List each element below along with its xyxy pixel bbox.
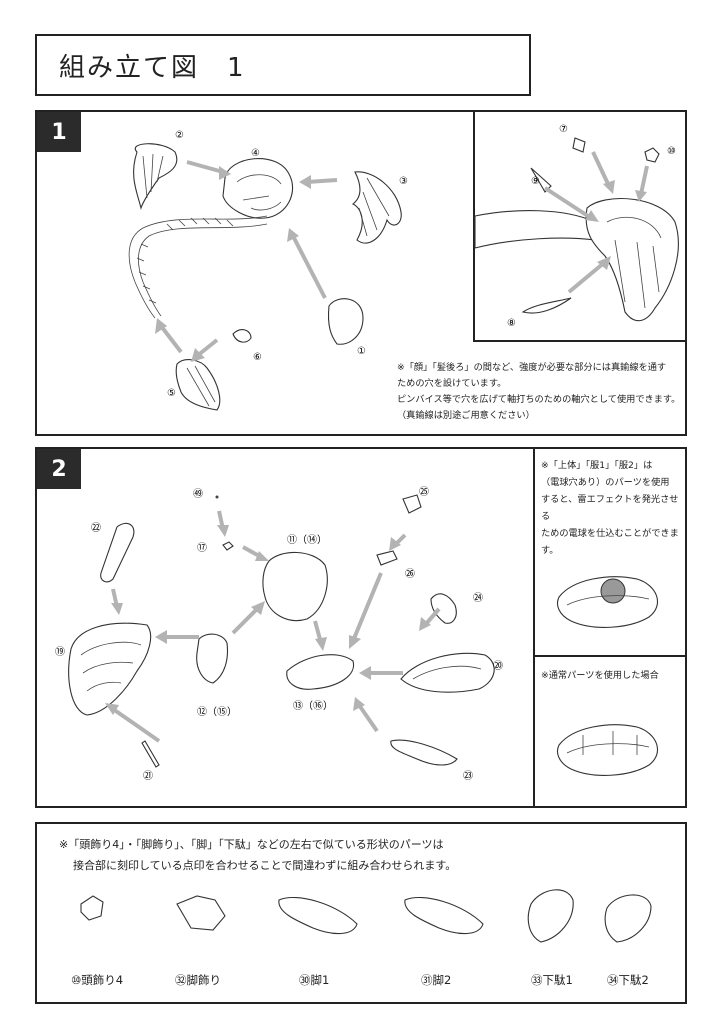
part-label-5: ⑤ xyxy=(167,388,176,399)
part-name-33: ㉝下駄1 xyxy=(531,973,573,987)
part-label-2: ② xyxy=(175,130,184,141)
part-name-10: ⑩頭飾り4 xyxy=(71,973,124,987)
part-label-22: ㉒ xyxy=(91,522,101,534)
normal-parts-note: ※通常パーツを使用した場合 xyxy=(541,670,659,681)
section-2-divider-vertical xyxy=(533,449,535,806)
part-label-25: ㉕ xyxy=(419,486,429,498)
inset-label-7: ⑦ xyxy=(559,124,568,135)
alignment-note: ※「頭飾り4」・「脚飾り」、「脚」「下駄」などの左右で似ている形状のパーツは 接… xyxy=(59,838,457,872)
part-label-20: ⑳ xyxy=(493,660,503,672)
part-name-32: ㉜脚飾り xyxy=(175,973,221,987)
part-label-11-14: ⑪（⑭） xyxy=(287,534,327,546)
part-label-19: ⑲ xyxy=(55,646,65,658)
part-label-13-16: ⑬（⑯） xyxy=(293,700,333,712)
section-2: 2 xyxy=(35,447,687,808)
brass-wire-note: ※「顔」「髪後ろ」の間など、強度が必要な部分には真鍮線を通す ための穴を設けてい… xyxy=(397,362,681,421)
part-label-4: ④ xyxy=(251,148,260,159)
light-bulb-note: ※「上体」「服1」「服2」は （電球穴あり）のパーツを使用 すると、雷エフェクト… xyxy=(541,460,679,556)
section-1-illustration: ② ④ ③ ① ⑥ ⑤ xyxy=(128,130,408,411)
inset-label-9: ⑨ xyxy=(531,176,540,187)
part-label-6: ⑥ xyxy=(253,352,262,363)
part-label-17: ⑰ xyxy=(197,542,207,554)
section-2-badge: 2 xyxy=(37,449,81,489)
light-bulb-example-illustration xyxy=(556,576,659,628)
part-name-31: ㉛脚2 xyxy=(421,973,452,987)
part-name-34: ㉞下駄2 xyxy=(607,973,649,987)
normal-parts-example-illustration xyxy=(556,724,659,776)
inset-label-8: ⑧ xyxy=(507,318,516,329)
part-label-24: ㉔ xyxy=(473,592,483,604)
part-label-1: ① xyxy=(357,346,366,357)
part-label-23: ㉓ xyxy=(463,770,473,782)
section-1-badge: 1 xyxy=(37,112,81,152)
section-2-divider-horizontal xyxy=(535,655,685,657)
part-label-59: ㊾ xyxy=(193,488,203,500)
section-2-illustration: ㉒ ㊾ ⑰ ⑪（⑭） ㉕ ㉖ ㉔ ⑲ ⑫（⑮） ⑬（⑯） ⑳ ㉑ ㉓ xyxy=(55,486,503,782)
section-1-inset: ⑦ ⑩ ⑨ ⑧ xyxy=(473,112,687,342)
section-1: 1 ② ④ ③ ① ⑥ ⑤ xyxy=(35,110,687,436)
section-3: ※「頭飾り4」・「脚飾り」、「脚」「下駄」などの左右で似ている形状のパーツは 接… xyxy=(35,822,687,1004)
part-label-12-15: ⑫（⑮） xyxy=(197,706,237,718)
part-name-30: ㉚脚1 xyxy=(299,973,330,987)
part-label-26: ㉖ xyxy=(405,568,415,580)
title-box: 組み立て図 1 xyxy=(35,34,531,96)
part-label-3: ③ xyxy=(399,176,408,187)
part-label-21: ㉑ xyxy=(143,770,153,782)
page-title: 組み立て図 1 xyxy=(59,52,246,83)
inset-label-10: ⑩ xyxy=(667,146,676,157)
inset-illustration: ⑦ ⑩ ⑨ ⑧ xyxy=(474,124,679,329)
section-3-illustration xyxy=(80,889,652,943)
